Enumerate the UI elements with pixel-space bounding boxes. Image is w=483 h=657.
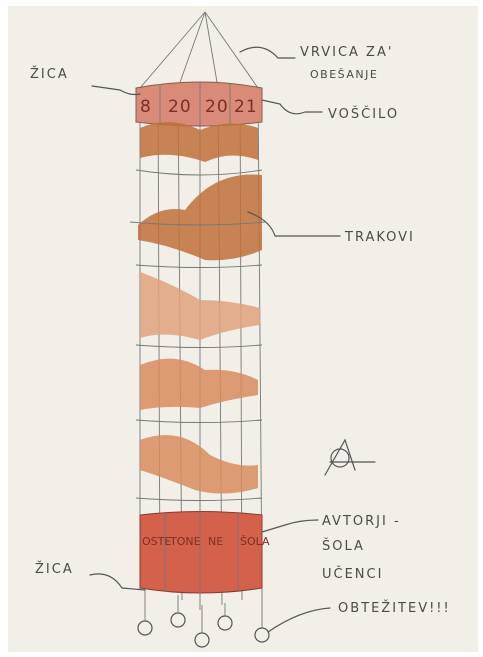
top-band-segment-2: 20 [168,97,192,117]
bottom-band-segment-3: NE [208,535,223,548]
top-band-segment-3: 20 [205,97,229,117]
label-hanging-cord-line1: VRVICA ZA' [300,45,393,60]
top-greeting-band: 8 20 20 21 [136,82,262,127]
bottom-band-segment-2: TONE [169,535,201,548]
bottom-band-segment-1: OSTE [142,535,171,548]
label-ribbons: TRAKOVI [344,230,415,245]
label-greeting: VOŠČILO [328,106,399,122]
label-wire-top: ŽICA [30,66,69,82]
label-authors-line3: UČENCI [322,566,383,582]
top-band-segment-4: 21 [234,97,258,117]
label-authors-line2: ŠOLA [322,538,365,554]
top-band-segment-1: 8 [140,97,152,117]
label-wire-bottom: ŽICA [35,561,74,577]
label-weights: OBTEŽITEV!!! [338,600,451,616]
bottom-band-segment-4: ŠOLA [240,535,270,548]
label-hanging-cord-line2: OBEŠANJE [310,68,378,81]
bottom-authors-band: OSTE TONE NE ŠOLA [140,510,270,595]
label-authors-line1: AVTORJI - [322,514,401,529]
